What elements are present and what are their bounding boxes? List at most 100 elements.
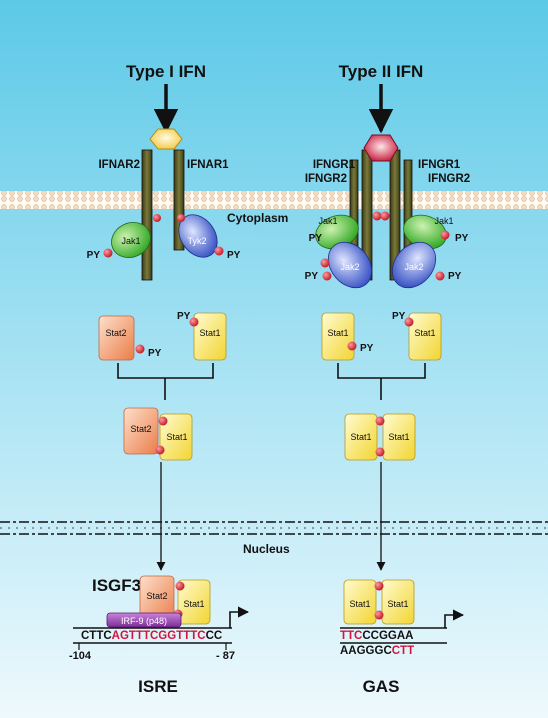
phospho-site [380,211,390,221]
gas-top-sequence: TTCCCGGAA [340,630,413,642]
stat1-monomer [321,312,355,361]
stat1-monomer [177,579,211,625]
py-label: PY [309,233,323,244]
ifngr1-label: IFNGR1 [418,159,461,171]
stat1-monomer [408,312,442,361]
py-label: PY [360,343,374,354]
stat1-label: Stat1 [388,432,409,442]
py-label: PY [227,250,241,261]
gas-bottom-sequence: AAGGGCCTT [340,645,414,657]
stat1-label: Stat1 [387,599,408,609]
plasma-membrane [0,191,548,209]
py-label: PY [455,233,469,244]
stat1-monomer [193,312,227,361]
stat1-label: Stat1 [327,328,348,338]
phospho-site [374,610,384,620]
jak1-label: Jak1 [318,216,337,226]
isre-label: ISRE [138,677,178,696]
type1-dimerization-bracket [117,363,214,400]
gas-top-flank: CCGGAA [362,630,413,642]
phospho-site [372,211,382,221]
nucleus-label: Nucleus [243,542,290,556]
type1-ifn-title: Type I IFN [126,62,206,81]
stat1-monomer [381,579,415,625]
phospho-site [103,248,113,258]
type2-dimerization-bracket [337,363,426,400]
ifnar1-label: IFNAR1 [187,159,229,171]
isre-flank-3: CC [206,630,223,642]
transcription-start-arrow [229,606,250,628]
jak1-label: Jak1 [434,216,453,226]
phospho-site [135,344,145,354]
stat2-monomer [123,407,159,455]
isgf3-label: ISGF3 [92,576,141,595]
ifngr2-label: IFNGR2 [305,173,347,185]
ifnar2-label: IFNAR2 [98,159,140,171]
stat1-monomer [159,413,193,461]
phospho-site [320,258,330,268]
phospho-site [189,317,199,327]
isre-core: AGTTTCGGTTTC [112,630,206,642]
stat2-label: Stat2 [105,328,126,338]
stat2-monomer [98,315,135,361]
irf9-label: IRF-9 (p48) [121,616,167,626]
cytoplasm-label: Cytoplasm [227,211,288,225]
py-label: PY [305,271,319,282]
phospho-site [375,447,385,457]
nuclear-envelope [0,521,548,535]
phospho-site [347,341,357,351]
phospho-site [153,214,161,222]
position-end-label: - 87 [216,650,235,662]
type1-ifn-ligand [149,128,183,150]
type1-receptor-complex [103,128,224,281]
tyk2-label: Tyk2 [187,236,206,246]
stat1-label: Stat1 [349,599,370,609]
ifngr2-label: IFNGR2 [428,173,470,185]
phospho-site [158,416,168,426]
type2-ifn-ligand [363,134,399,162]
stat1-label: Stat1 [199,328,220,338]
phospho-site [155,445,165,455]
type2-ifn-title: Type II IFN [339,62,424,81]
stat1-monomer [382,413,416,461]
stat1-label: Stat1 [166,432,187,442]
stat1-label: Stat1 [414,328,435,338]
type2-receptor-complex [315,134,450,289]
isre-flank-5: CTTC [81,630,112,642]
jak2-label: Jak2 [404,262,423,272]
ifnar2-chain [141,149,153,281]
transcription-start-arrow [444,609,465,628]
jak2-kinase [327,241,373,289]
py-label: PY [448,271,462,282]
gas-top-core: TTC [340,630,362,642]
phospho-site [375,416,385,426]
ifnar1-chain [173,149,185,251]
stat1-label: Stat1 [350,432,371,442]
phospho-site [322,271,332,281]
stat2-label: Stat2 [146,591,167,601]
ifngr1-label: IFNGR1 [313,159,356,171]
jak1-label: Jak1 [121,236,140,246]
phospho-site [440,230,450,240]
gas-label: GAS [363,677,400,696]
isre-sequence: CTTCAGTTTCGGTTTCCC [81,630,222,642]
position-start-label: -104 [69,650,92,662]
py-label: PY [87,250,101,261]
jak1-kinase [111,222,151,258]
stat1-monomer [343,579,377,625]
phospho-site [404,317,414,327]
stat2-label: Stat2 [130,424,151,434]
phospho-site [374,581,384,591]
py-label: PY [392,311,406,322]
phospho-site [214,246,224,256]
phospho-site [175,581,185,591]
stat1-monomer [344,413,378,461]
gas-bottom-core: CTT [392,645,414,657]
py-label: PY [148,348,162,359]
irf9-protein [106,612,182,628]
gas-bottom-flank: AAGGGC [340,645,392,657]
py-label: PY [177,311,191,322]
stat1-label: Stat1 [183,599,204,609]
